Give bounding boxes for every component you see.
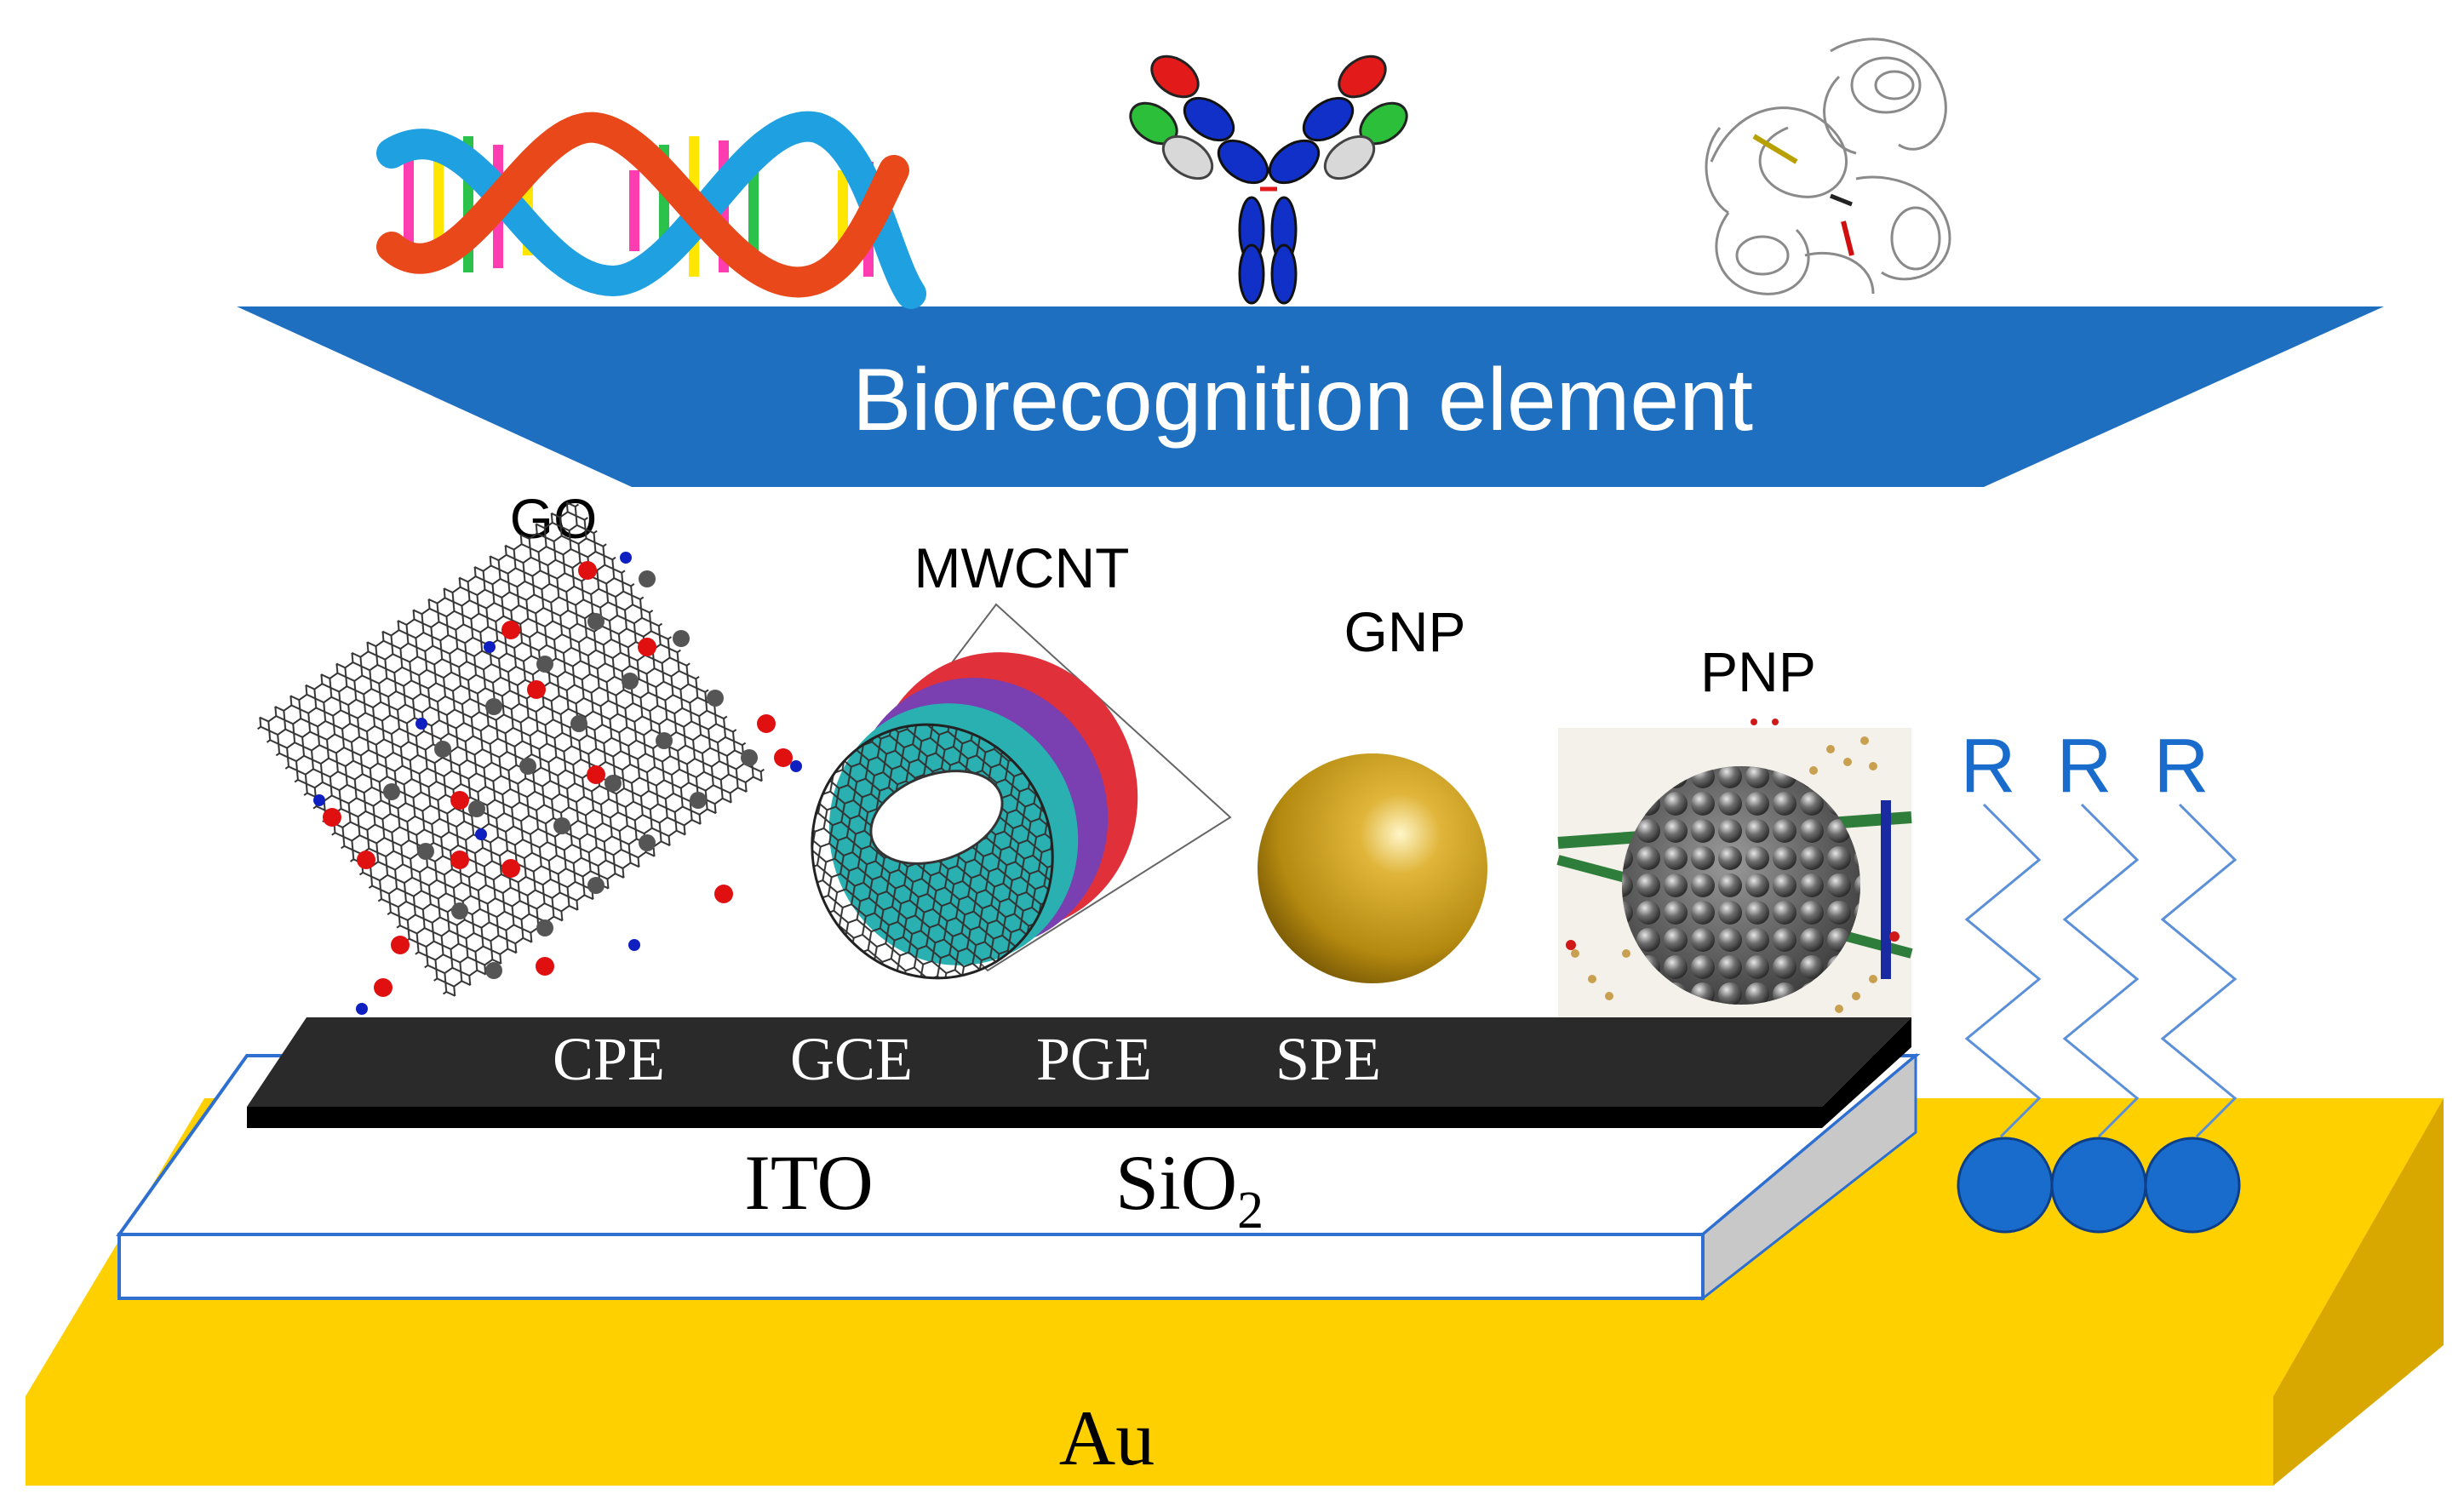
electrode-label-gce: GCE bbox=[790, 1025, 913, 1093]
sam-chain-3: R bbox=[2144, 724, 2241, 1234]
antibody-light-chain-left-red bbox=[1150, 54, 1200, 99]
mwcnt-opening bbox=[869, 770, 1004, 865]
electrode-label-spe: SPE bbox=[1275, 1025, 1381, 1093]
alkyl-chain-2 bbox=[2062, 803, 2140, 1138]
au-right-face bbox=[2273, 1098, 2444, 1486]
sio2-subscript: 2 bbox=[1237, 1182, 1264, 1240]
ito-label: ITO bbox=[744, 1139, 874, 1226]
electrode-strip: CPE GCE PGE SPE bbox=[247, 1017, 1911, 1128]
au-front-face bbox=[26, 1396, 2273, 1486]
dna-strand-red bbox=[376, 112, 909, 298]
antibody-icon bbox=[1129, 54, 1408, 305]
go-carbon-atoms bbox=[383, 570, 758, 979]
antibody-heavy-right-2 bbox=[1323, 135, 1376, 180]
gold-nanoparticle-sphere bbox=[1258, 753, 1487, 983]
sam-chain-1: R bbox=[1957, 724, 2054, 1234]
antibody-heavy-left-3 bbox=[1217, 139, 1269, 185]
sam-chain-2: R bbox=[2050, 724, 2147, 1234]
substrate-front-face bbox=[117, 1233, 1705, 1300]
sio2-label: SiO2 bbox=[1115, 1139, 1264, 1240]
anchor-atom-2 bbox=[2050, 1137, 2147, 1234]
banner-shape bbox=[237, 306, 2384, 487]
r-label-1: R bbox=[1961, 724, 2016, 809]
antibody-fc-lower-right bbox=[1270, 243, 1298, 305]
alkyl-chain-3 bbox=[2160, 803, 2238, 1138]
electrode-label-pge: PGE bbox=[1036, 1025, 1152, 1093]
antibody-heavy-left-2 bbox=[1161, 135, 1214, 180]
antibody-heavy-left-1 bbox=[1183, 96, 1235, 142]
antibody-fc-lower-left bbox=[1238, 243, 1265, 305]
electrode-front-face bbox=[247, 1107, 1822, 1128]
r-label-2: R bbox=[2057, 724, 2112, 809]
pnp-icon: PNP bbox=[1556, 640, 1913, 1017]
electrode-top-face bbox=[247, 1017, 1911, 1107]
go-hydrogen-atoms bbox=[313, 552, 802, 1015]
mwcnt-icon: MWCNT bbox=[811, 536, 1232, 980]
sam-layer: R R R bbox=[1957, 724, 2241, 1234]
au-label: Au bbox=[1059, 1395, 1155, 1481]
banner-label: Biorecognition element bbox=[852, 351, 1753, 450]
antibody-heavy-right-1 bbox=[1302, 96, 1355, 142]
go-oxygen-groups bbox=[323, 561, 793, 997]
pnp-small-particles bbox=[1571, 736, 1877, 1013]
pnp-label: PNP bbox=[1700, 640, 1816, 703]
electrode-right-face bbox=[1822, 1017, 1911, 1128]
antibody-light-chain-right-red bbox=[1338, 54, 1387, 99]
dna-helix-icon bbox=[376, 111, 926, 309]
pnp-red-dots bbox=[1566, 719, 1900, 950]
go-hex-lattice bbox=[252, 497, 770, 1001]
gnp-label: GNP bbox=[1344, 600, 1465, 663]
mwcnt-label: MWCNT bbox=[914, 536, 1130, 599]
enzyme-protein-icon bbox=[1705, 37, 1951, 295]
biorecognition-banner: Biorecognition element bbox=[237, 306, 2384, 487]
electrode-label-cpe: CPE bbox=[553, 1025, 665, 1093]
r-label-3: R bbox=[2154, 724, 2209, 809]
pnp-surface-spheres bbox=[1622, 766, 1860, 1005]
anchor-atom-3 bbox=[2144, 1137, 2241, 1234]
gnp-icon: GNP bbox=[1258, 600, 1487, 983]
anchor-atom-1 bbox=[1957, 1137, 2054, 1234]
alkyl-chain-1 bbox=[1964, 803, 2042, 1138]
go-sheet-icon: GO bbox=[252, 487, 802, 1015]
antibody-heavy-right-3 bbox=[1268, 139, 1321, 185]
